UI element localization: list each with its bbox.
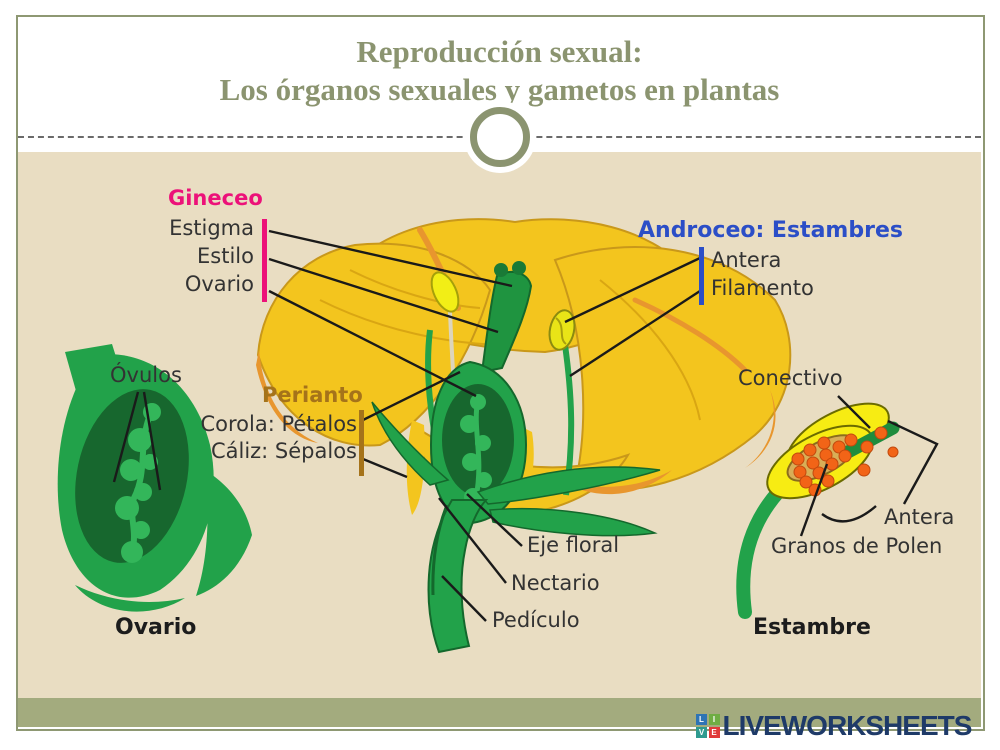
filamento-label: Filamento xyxy=(711,276,814,300)
ring-ornament-icon xyxy=(470,107,530,167)
footer-band xyxy=(18,698,981,727)
liveworksheets-logo-icon: L I V E xyxy=(696,714,720,738)
gineceo-label: Gineceo xyxy=(168,186,263,210)
perianto-bar xyxy=(359,410,364,476)
corola-label: Corola: Pétalos xyxy=(200,412,357,436)
ovulos-label: Óvulos xyxy=(110,363,182,387)
ovario-label: Ovario xyxy=(184,272,254,296)
caliz-label: Cáliz: Sépalos xyxy=(210,439,357,463)
liveworksheets-logo[interactable]: L I V E LIVEWORKSHEETS xyxy=(696,710,973,741)
granos-polen-label: Granos de Polen xyxy=(771,534,943,558)
central-flower-base xyxy=(371,401,661,654)
androceo-label: Androceo: Estambres xyxy=(638,218,903,243)
androceo-items: Antera Filamento xyxy=(711,246,814,302)
flower-diagram xyxy=(57,218,939,654)
logo-square-v: V xyxy=(696,726,707,738)
liveworksheets-logo-text: LIVEWORKSHEETS xyxy=(722,710,973,741)
page-title-line2: Los órganos sexuales y gametos en planta… xyxy=(219,72,780,107)
antera-right-label: Antera xyxy=(884,505,955,529)
eje-floral-label: Eje floral xyxy=(527,533,620,557)
estilo-label: Estilo xyxy=(197,244,254,268)
central-stamens xyxy=(425,271,576,496)
conectivo-label: Conectivo xyxy=(738,366,843,390)
perianto-label: Perianto xyxy=(262,383,363,407)
gineceo-items: Estigma Estilo Ovario xyxy=(60,214,254,298)
antera-label: Antera xyxy=(711,248,782,272)
page-title-line1: Reproducción sexual: xyxy=(356,34,643,69)
label-lines xyxy=(112,229,939,622)
logo-square-l: L xyxy=(696,714,707,726)
estigma-label: Estigma xyxy=(169,216,254,240)
estambre-caption: Estambre xyxy=(753,615,871,640)
ovary-cross-section xyxy=(57,344,252,612)
nectario-label: Nectario xyxy=(511,571,600,595)
logo-square-i: I xyxy=(708,714,720,726)
logo-square-e: E xyxy=(708,726,720,738)
pediculo-label: Pedículo xyxy=(492,608,580,632)
androceo-bar xyxy=(699,247,704,305)
ovario-caption: Ovario xyxy=(115,615,197,640)
perianto-items: Corola: Pétalos Cáliz: Sépalos xyxy=(160,411,357,465)
page-title: Reproducción sexual: Los órganos sexuale… xyxy=(18,33,981,109)
gineceo-bar xyxy=(262,219,267,302)
